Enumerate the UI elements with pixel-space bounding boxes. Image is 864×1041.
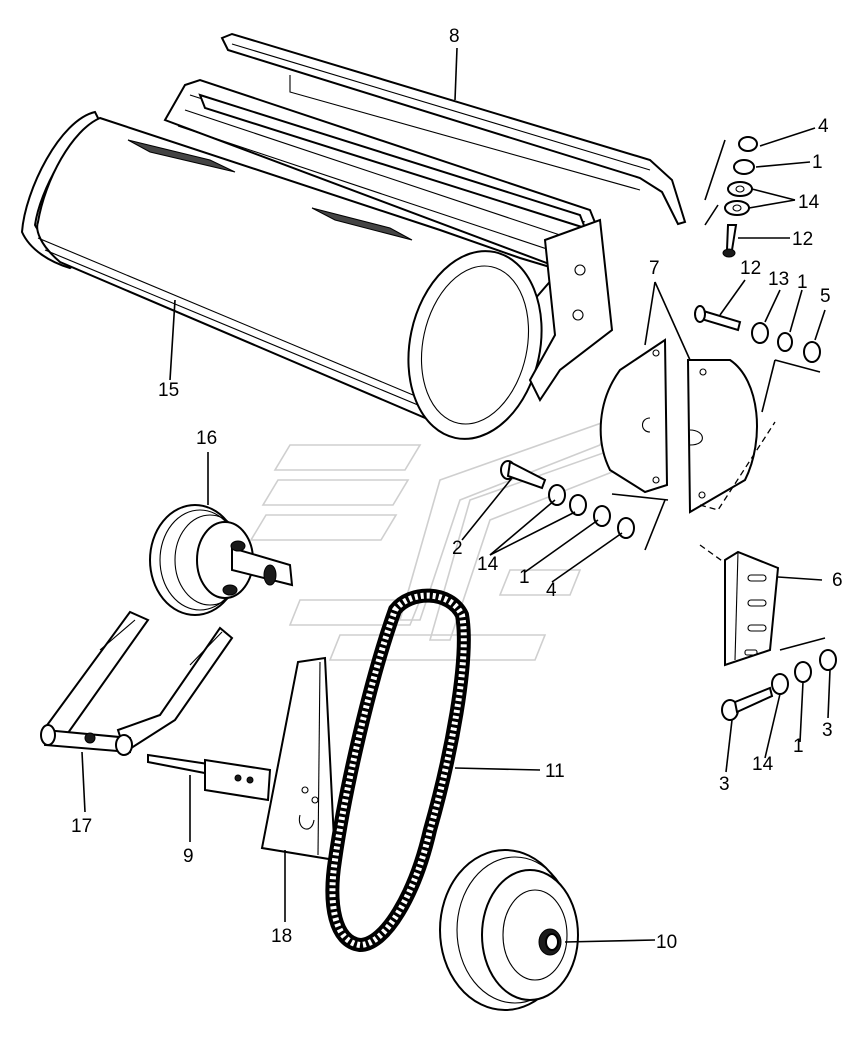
part-10-drive-pulley [439, 849, 579, 1011]
callout-17: 17 [71, 816, 92, 837]
callout-8: 8 [449, 26, 460, 47]
callout-1: 1 [519, 567, 530, 588]
part-7-side-plates [599, 338, 758, 514]
callout-12: 12 [792, 229, 813, 250]
callout-1: 1 [797, 272, 808, 293]
callout-3: 3 [719, 774, 730, 795]
callout-1: 1 [793, 736, 804, 757]
callout-12: 12 [740, 258, 761, 279]
assembly-dashed-line-2 [699, 544, 726, 564]
part-16-pulley [149, 504, 294, 616]
callout-15: 15 [158, 380, 179, 401]
callout-11: 11 [545, 761, 565, 782]
callout-1: 1 [812, 152, 823, 173]
callout-9: 9 [183, 846, 194, 867]
callout-16: 16 [196, 428, 217, 449]
part-17-tensioner-arms [40, 610, 234, 756]
callout-6: 6 [832, 570, 843, 591]
part-15-drum-housing [20, 78, 614, 440]
part-18-mount-plate [260, 656, 337, 862]
leader-lines [81, 47, 831, 943]
hardware-row-right [694, 305, 821, 413]
hardware-stack-top-right [704, 136, 758, 258]
part-8-top-cover [220, 32, 687, 226]
callout-3: 3 [822, 720, 833, 741]
callout-14: 14 [477, 554, 499, 575]
callout-labels: 8 4 1 14 12 7 12 13 1 5 15 16 2 14 1 4 6… [71, 26, 843, 953]
callout-5: 5 [820, 286, 831, 307]
callout-14: 14 [752, 754, 774, 775]
callout-4: 4 [546, 580, 557, 601]
part-6-bracket [724, 550, 780, 667]
hardware-row-lower-right [721, 637, 837, 721]
callout-10: 10 [656, 932, 677, 953]
hardware-row-middle [500, 460, 669, 551]
callout-14: 14 [798, 192, 820, 213]
callout-7: 7 [649, 258, 660, 279]
part-11-drive-belt [325, 588, 471, 953]
callout-4: 4 [818, 116, 829, 137]
watermark-logo [249, 418, 642, 661]
part-9-adjuster-rod [147, 753, 272, 802]
callout-18: 18 [271, 926, 292, 947]
callout-13: 13 [768, 269, 789, 290]
callout-2: 2 [452, 538, 463, 559]
